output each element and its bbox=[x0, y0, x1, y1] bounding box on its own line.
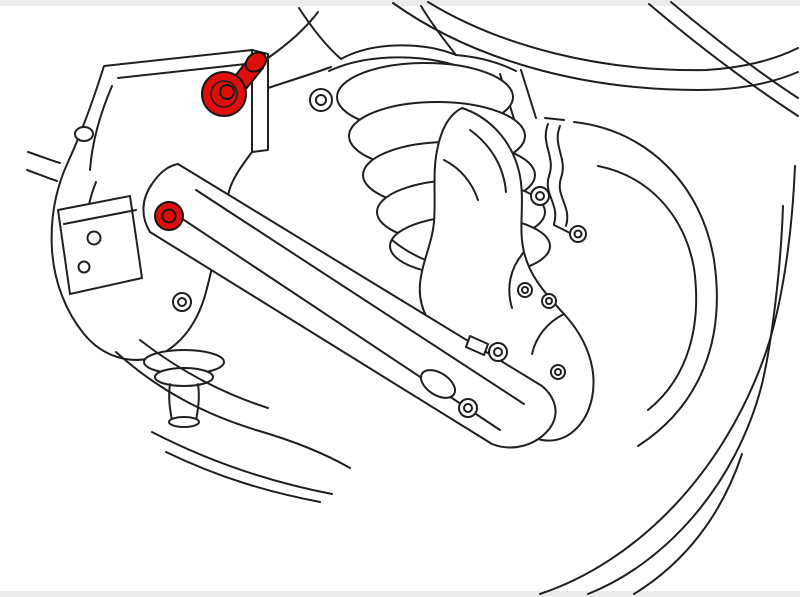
hose-line bbox=[556, 125, 569, 227]
bracket-to-dome-line bbox=[267, 66, 332, 89]
frame-rail-line bbox=[392, 2, 799, 91]
body-frame-rails bbox=[392, 1, 799, 117]
bump-stop-stem bbox=[195, 383, 200, 421]
knuckle-contour bbox=[508, 251, 525, 309]
top-mount-bolt-center bbox=[315, 94, 327, 106]
subframe-hole bbox=[74, 126, 94, 142]
cam-bolt-washer-ring bbox=[210, 80, 238, 108]
subframe-contour bbox=[117, 63, 247, 79]
brake-dust-shield bbox=[573, 121, 718, 447]
underbody-line bbox=[115, 351, 351, 469]
frame-rail-line bbox=[670, 1, 799, 99]
dome-top-line bbox=[340, 44, 457, 60]
stabilizer-stub-line bbox=[27, 151, 61, 164]
arm-end-bolt-center bbox=[463, 403, 473, 413]
dust-shield-inner-arc bbox=[597, 165, 698, 411]
trailing-arm-contour bbox=[195, 189, 525, 405]
shock-body-line bbox=[520, 69, 537, 119]
shield-bolt-center bbox=[554, 368, 562, 376]
highlighted-flange-nut bbox=[154, 201, 184, 231]
knuckle-contour bbox=[443, 159, 479, 201]
frame-rail-line bbox=[427, 1, 799, 72]
trailing-arm bbox=[142, 163, 557, 449]
underbody-line bbox=[139, 339, 269, 409]
bump-stop-stem bbox=[168, 383, 173, 421]
bracket-to-tower-line bbox=[267, 11, 319, 59]
knuckle-contour bbox=[469, 129, 507, 193]
top-edge-band bbox=[0, 0, 800, 6]
bottom-edge-band bbox=[0, 591, 800, 597]
underbody-lines bbox=[115, 339, 351, 503]
knuckle-contour bbox=[531, 313, 565, 355]
bump-stop-foot bbox=[168, 416, 200, 428]
wheel-arch bbox=[539, 165, 796, 595]
stud-shaft bbox=[465, 335, 489, 356]
subframe-contour bbox=[89, 85, 113, 171]
hose-top-fitting bbox=[544, 117, 565, 121]
wheel-arch-inner-arc bbox=[587, 205, 784, 595]
flange-nut-center bbox=[161, 208, 177, 224]
stabilizer-stub-line bbox=[26, 169, 58, 182]
fasteners bbox=[309, 88, 587, 418]
dome-right-line bbox=[455, 54, 517, 72]
tower-line bbox=[298, 7, 342, 60]
hose-line bbox=[544, 123, 557, 225]
cam-bolt-tip bbox=[219, 84, 235, 100]
caliper-bolt-center bbox=[545, 297, 553, 305]
wheel-arch-outer-arc bbox=[539, 165, 796, 595]
caliper-bolt-center bbox=[521, 286, 529, 294]
trailing-arm-body bbox=[142, 163, 557, 449]
bracket-hole bbox=[77, 260, 91, 274]
bracket-hole bbox=[86, 230, 102, 246]
underbody-line bbox=[165, 451, 321, 503]
hose-end-link bbox=[553, 224, 571, 234]
stud-head-bolt-center bbox=[493, 347, 503, 357]
hose-fitting-nut-center bbox=[573, 229, 583, 239]
subframe-pivot-bolt-center bbox=[177, 297, 187, 307]
frame-rail-line bbox=[648, 3, 799, 117]
brake-hose bbox=[544, 117, 571, 234]
side-bracket-contour bbox=[63, 209, 137, 225]
underbody-line bbox=[151, 431, 333, 495]
highlighted-cam-bolt bbox=[201, 51, 268, 117]
bump-stop-mid bbox=[154, 367, 214, 387]
knuckle-bolt-center bbox=[535, 191, 545, 201]
cam-bolt-head bbox=[244, 51, 268, 73]
wheel-lip-arc bbox=[633, 453, 743, 595]
tower-line bbox=[420, 5, 457, 56]
trailing-arm-slot bbox=[419, 369, 457, 399]
dust-shield-outer-arc bbox=[573, 121, 718, 447]
